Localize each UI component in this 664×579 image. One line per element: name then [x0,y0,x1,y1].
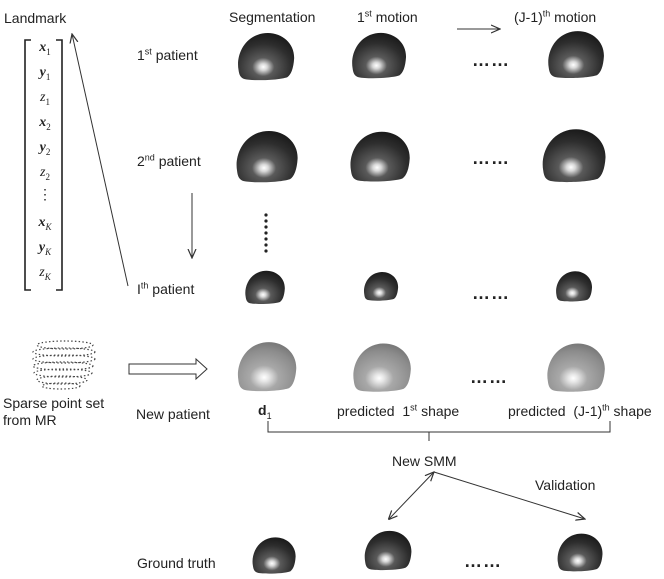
shape-pI-motion1 [363,272,399,301]
vector-entry: z1 [40,90,50,107]
shape-new-predictedJ [547,343,605,392]
shape-gt-1 [252,537,296,574]
sparse-label-line1: Sparse point set [3,395,105,411]
vector-entry: zK [39,265,51,282]
vector-entry: y2 [39,140,51,157]
shape-new-predicted1 [353,343,411,392]
validation-arrow-right [433,471,585,519]
shape-gt-2 [364,530,412,571]
sparse-label-line2: from MR [3,412,57,428]
landmark-vector: x1 y1 z1 x2 y2 z2 ⋮ xK yK zK [24,38,62,292]
vector-entry: x2 [39,115,51,132]
new-row-ellipsis: …… [470,367,508,387]
shape-p1-motion1 [352,32,407,79]
first-motion-header: 1st motion [357,8,418,25]
new-smm-label: New SMM [392,453,457,469]
landmark-label: Landmark [4,10,67,26]
last-motion-header: (J-1)th motion [514,8,597,25]
shape-p1-segmentation [238,32,295,81]
patient-1-label: 1st patient [137,46,198,63]
new-patient-label: New patient [136,406,210,422]
validation-label: Validation [535,477,596,493]
shape-p2-segmentation [236,130,298,183]
row2-ellipsis: …… [472,148,510,168]
vector-entry: z2 [40,165,50,182]
validation-arrow-left [389,472,434,519]
vector-left-bracket [24,39,31,291]
shape-gt-3 [557,533,603,572]
patient-2-label: 2nd patient [137,152,201,169]
rowI-ellipsis: …… [472,283,510,303]
shape-p1-motionJ [548,31,604,78]
d1-label: d1 [258,402,272,421]
vector-entry: xK [38,215,52,232]
predicted-first-label: predicted 1st shape [337,402,460,419]
patient-i-label: Ith patient [137,280,195,297]
shape-pI-motionJ [556,271,593,302]
vector-right-bracket [56,39,63,291]
vector-entry: y1 [39,65,51,82]
shape-new-d1 [237,342,297,392]
predicted-last-label: predicted (J-1)th shape [508,402,652,419]
landmark-arrow [72,34,129,287]
smm-brace [267,421,611,441]
vector-entry: x1 [39,40,51,57]
vertical-dots [264,213,268,253]
shape-pI-segmentation [245,270,285,305]
vector-entry-vdots: ⋮ [38,188,52,203]
row1-ellipsis: …… [472,50,510,70]
ground-truth-label: Ground truth [137,555,216,571]
shape-p2-motionJ [542,129,606,183]
vector-entry: yK [38,240,52,257]
gt-row-ellipsis: …… [464,551,502,571]
shape-p2-motion1 [350,131,410,182]
segmentation-header: Segmentation [229,9,316,25]
sparse-point-set [32,340,96,390]
hollow-arrow [128,357,208,381]
